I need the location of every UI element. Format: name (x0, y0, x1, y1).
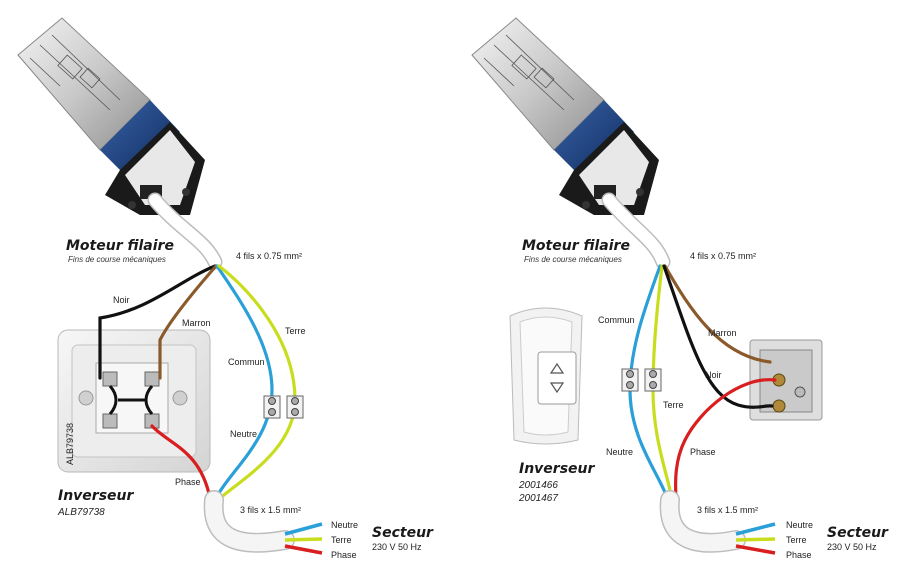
wire-phase-right (673, 378, 777, 502)
mains-title-right: Secteur (827, 525, 889, 541)
out-wire-phase-right (735, 544, 776, 555)
out-wire-phase-left (284, 544, 323, 555)
connector-terre-right (644, 368, 662, 392)
motor-subtitle-left: Fins de course mécaniques (68, 255, 166, 264)
wire-label-phase-left: Phase (175, 477, 201, 487)
mains-cable-left (203, 490, 323, 555)
motor-subtitle-right: Fins de course mécaniques (524, 255, 622, 264)
right-diagram: Moteur filaire Fins de course mécaniques… (471, 17, 889, 560)
wire-noir-left (98, 264, 217, 380)
wire-label-phase-right: Phase (690, 447, 716, 457)
switch-left-printed-ref: ALB79738 (65, 423, 75, 465)
switch-ref-left: ALB79738 (57, 507, 105, 518)
mains-title-left: Secteur (372, 525, 434, 541)
switch-title-left: Inverseur (58, 488, 134, 504)
wire-label-marron-left: Marron (182, 318, 211, 328)
out-label-terre-left: Terre (331, 535, 352, 545)
out-wire-neutre-right (735, 522, 776, 536)
connector-terre-left (286, 395, 304, 419)
motor-title-left: Moteur filaire (66, 238, 174, 254)
switch-ref-2-right: 2001467 (518, 493, 558, 504)
wire-label-neutre-right: Neutre (606, 447, 633, 457)
arrow-up-icon (549, 362, 565, 374)
wire-label-noir-right: Noir (705, 370, 722, 380)
mains-cable-right (659, 490, 776, 555)
wire-commun-left (213, 264, 274, 502)
wire-label-marron-right: Marron (708, 328, 737, 338)
cable-top-label-right: 4 fils x 0.75 mm² (690, 251, 756, 261)
motor-left (17, 17, 205, 215)
motor-right (471, 17, 659, 215)
wire-label-terre-right: Terre (663, 400, 684, 410)
out-label-neutre-left: Neutre (331, 520, 358, 530)
motor-cable-right (603, 194, 669, 268)
switch-right (509, 307, 583, 445)
wire-marron-right (663, 264, 772, 364)
wire-label-terre-left: Terre (285, 326, 306, 336)
terminal-block-right (749, 339, 823, 421)
out-wire-terre-left (284, 537, 323, 542)
left-diagram: ALB79738 Moteur (17, 17, 434, 560)
out-label-neutre-right: Neutre (786, 520, 813, 530)
mains-spec-left: 230 V 50 Hz (372, 542, 422, 552)
switch-ref-1-right: 2001466 (518, 480, 558, 491)
arrow-down-icon (549, 382, 565, 394)
out-label-terre-right: Terre (786, 535, 807, 545)
cable-bottom-label-right: 3 fils x 1.5 mm² (697, 505, 758, 515)
out-wire-terre-right (735, 537, 776, 542)
switch-left: ALB79738 (57, 329, 211, 473)
wire-terre-left (216, 264, 297, 502)
wire-noir-right (662, 264, 774, 409)
out-label-phase-right: Phase (786, 550, 812, 560)
wire-label-commun-right: Commun (598, 315, 635, 325)
wire-label-noir-left: Noir (113, 295, 130, 305)
cable-top-label-left: 4 fils x 0.75 mm² (236, 251, 302, 261)
connector-commun-right (621, 368, 639, 392)
wire-marron-left (158, 264, 218, 380)
wire-label-commun-left: Commun (228, 357, 265, 367)
wire-phase-left (150, 424, 212, 500)
mains-spec-right: 230 V 50 Hz (827, 542, 877, 552)
out-label-phase-left: Phase (331, 550, 357, 560)
out-wire-neutre-left (284, 522, 323, 536)
switch-title-right: Inverseur (519, 461, 595, 477)
motor-title-right: Moteur filaire (522, 238, 630, 254)
cable-bottom-label-left: 3 fils x 1.5 mm² (240, 505, 301, 515)
connector-commun-left (263, 395, 281, 419)
wire-label-neutre-left: Neutre (230, 429, 257, 439)
